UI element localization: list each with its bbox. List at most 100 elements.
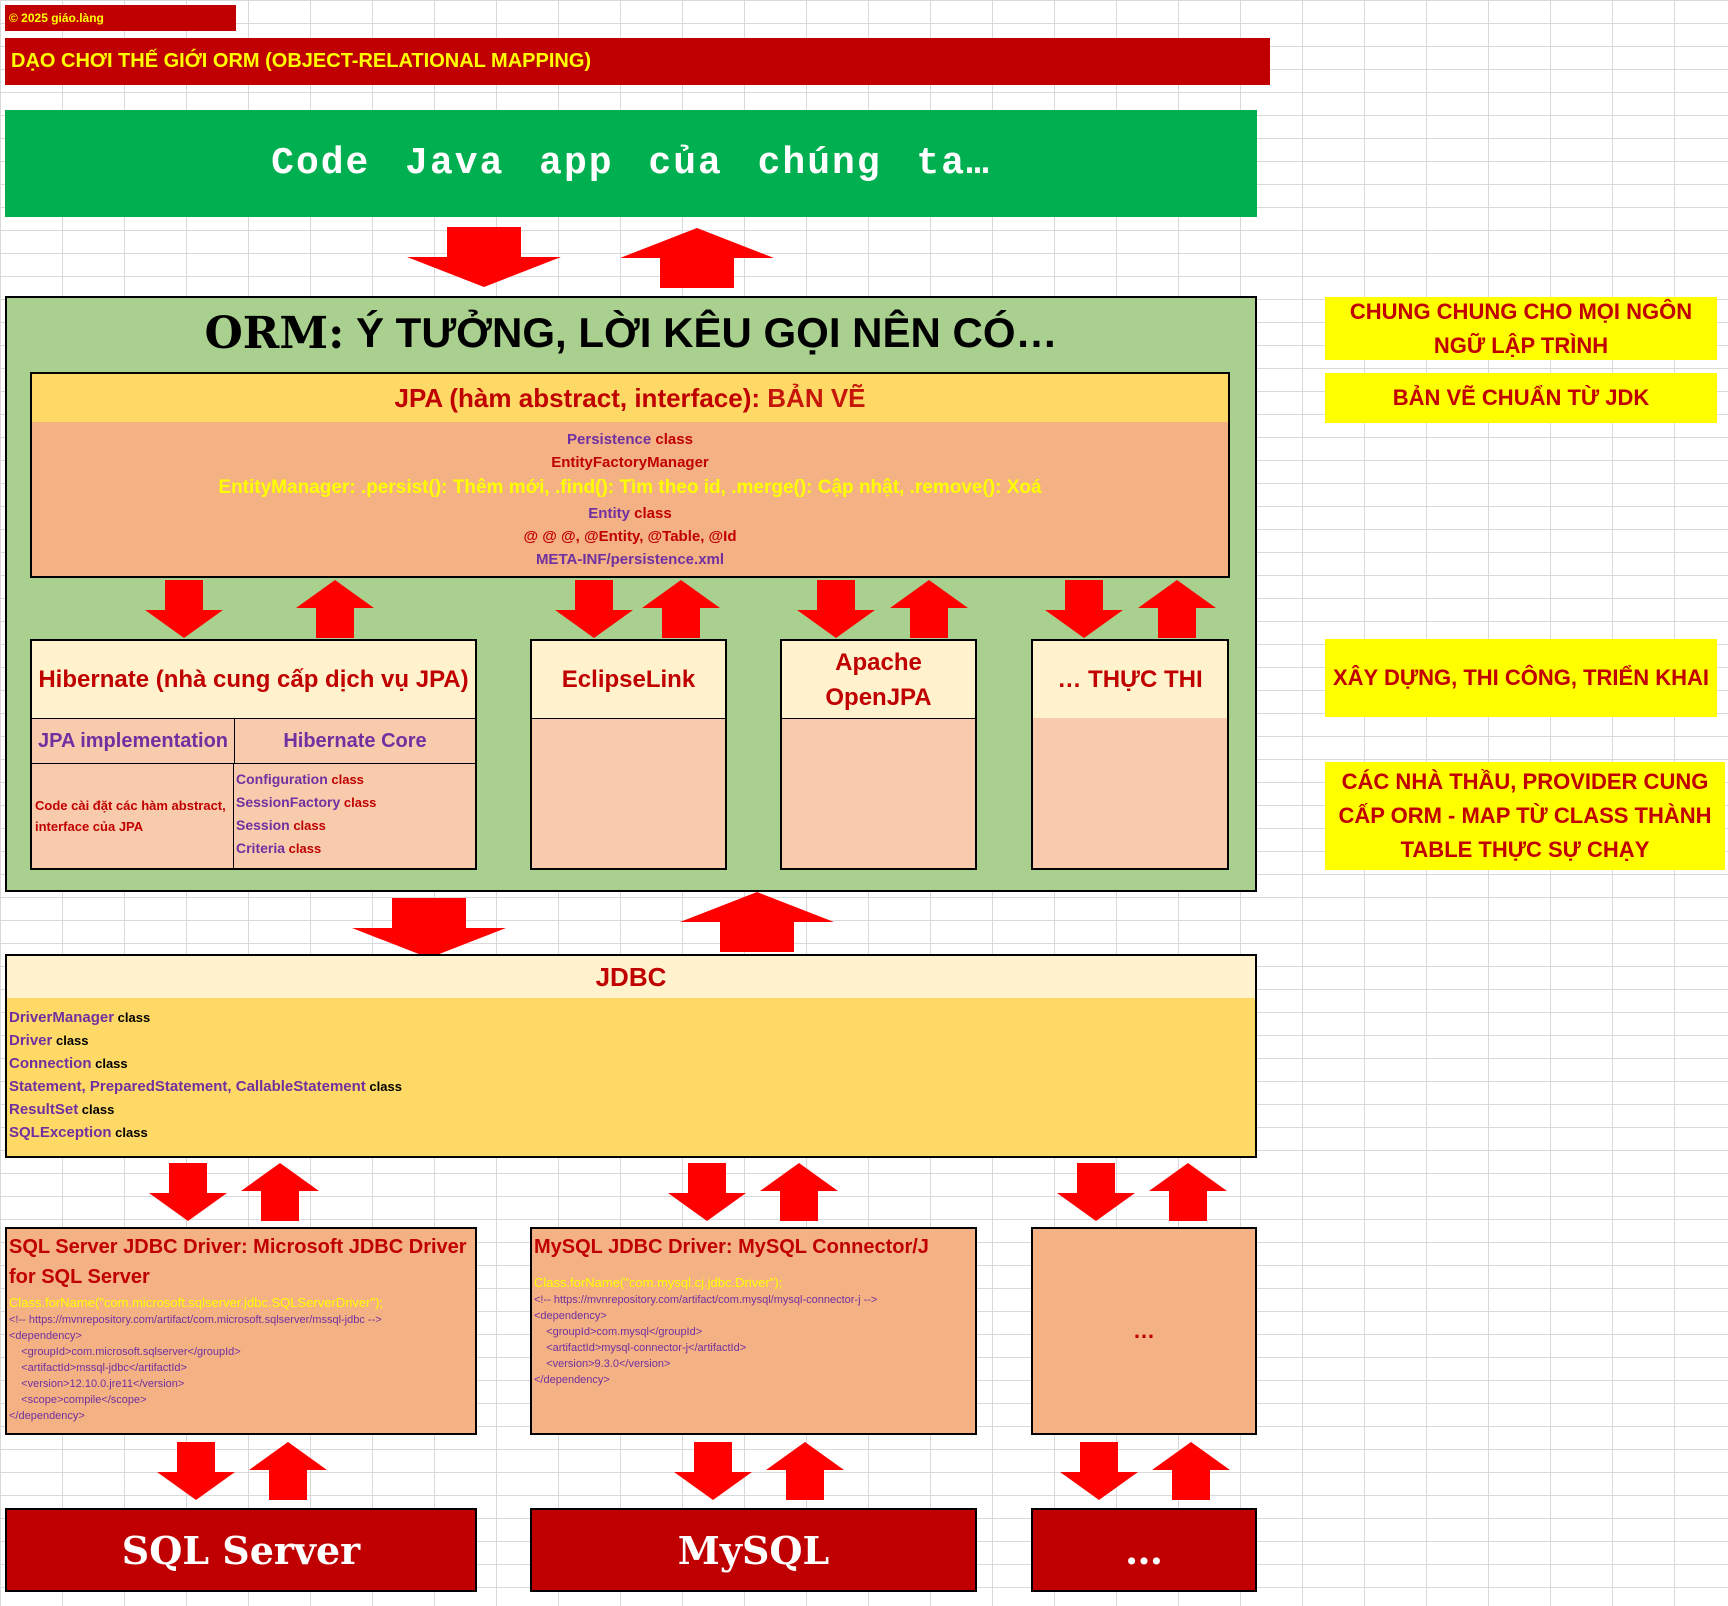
header-title-bar: DẠO CHƠI THẾ GIỚI ORM (OBJECT-RELATIONAL… — [5, 38, 1270, 85]
hibernate-title: Hibernate (nhà cung cấp dịch vụ JPA) — [38, 665, 469, 693]
code-line: </dependency> — [9, 1410, 85, 1422]
class-line: Session class — [236, 814, 473, 837]
class-suffix: class — [327, 772, 364, 787]
code-line: <groupId>com.microsoft.sqlserver</groupI… — [9, 1346, 241, 1358]
arrow-down-icon — [668, 1163, 746, 1221]
arrow-down-icon — [352, 898, 506, 958]
arrow-up-icon — [241, 1163, 319, 1221]
class-name: SessionFactory — [236, 794, 341, 810]
code-line: </dependency> — [534, 1374, 610, 1386]
code-line: <version>9.3.0</version> — [534, 1358, 671, 1370]
code-line: <dependency> — [9, 1330, 82, 1342]
side-note-jdk: BẢN VẼ CHUẨN TỪ JDK — [1325, 373, 1717, 423]
mysql-forname: Class.forName("com.mysql.cj.jdbc.Driver"… — [534, 1275, 783, 1290]
jpa-title-red: JPA (hàm abstract, interface): — [394, 382, 761, 413]
code-line: <scope>compile</scope> — [9, 1394, 147, 1406]
java-app-label: Code Java app của chúng ta… — [271, 142, 991, 185]
class-name: DriverManager — [9, 1009, 115, 1026]
arrow-up-icon — [760, 1163, 838, 1221]
jpa-implementation-text: Code cài đặt các hàm abstract, interface… — [35, 798, 226, 834]
eclipselink-header: EclipseLink — [532, 641, 725, 719]
sqlserver-driver-box: SQL Server JDBC Driver: Microsoft JDBC D… — [5, 1227, 477, 1435]
jpa-body: Persistence class EntityFactoryManager E… — [32, 422, 1228, 571]
openjpa-box: Apache OpenJPA — [780, 639, 977, 870]
jpa-title-rest: BẢN VẼ — [760, 382, 866, 413]
class-name: ResultSet — [9, 1101, 79, 1118]
jpa-line-persistence: Persistence class — [32, 428, 1228, 451]
arrow-up-icon — [766, 1442, 844, 1500]
code-line: <artifactId>mssql-jdbc</artifactId> — [9, 1362, 187, 1374]
class-line: Criteria class — [236, 837, 473, 860]
class-line: Connection class — [9, 1052, 1253, 1075]
hibernate-box: Hibernate (nhà cung cấp dịch vụ JPA) JPA… — [30, 639, 477, 870]
entity-class-name: Entity — [588, 505, 630, 522]
class-suffix: class — [91, 1056, 128, 1071]
class-line: Configuration class — [236, 768, 473, 791]
class-suffix: class — [340, 795, 377, 810]
jdbc-box: JDBC DriverManager class Driver class Co… — [5, 954, 1257, 1158]
mysql-db-box: MySQL — [530, 1508, 977, 1592]
openjpa-header: Apache OpenJPA — [782, 641, 975, 719]
jpa-line-entitymanager: EntityManager: .persist(): Thêm mới, .fi… — [218, 477, 1042, 498]
mysql-driver-box: MySQL JDBC Driver: MySQL Connector/J Cla… — [530, 1227, 977, 1435]
arrow-down-icon — [407, 227, 561, 287]
class-name: SQLException — [9, 1124, 112, 1141]
copyright-text: © 2025 giáo.làng — [9, 11, 104, 25]
sqlserver-db-box: SQL Server — [5, 1508, 477, 1592]
arrow-down-icon — [157, 1442, 235, 1500]
other-db-box: … — [1031, 1508, 1257, 1592]
class-suffix: class — [114, 1010, 151, 1025]
class-name: Criteria — [236, 840, 286, 856]
hibernate-subheader: JPA implementation Hibernate Core — [32, 719, 475, 764]
hibernate-core-classes: Configuration class SessionFactory class… — [234, 764, 475, 868]
other-driver-text: … — [1133, 1318, 1155, 1343]
other-provider-box: … THỰC THI — [1031, 639, 1229, 870]
openjpa-title: Apache OpenJPA — [825, 648, 932, 711]
orm-title: ORM: Ý TƯỞNG, LỜI KÊU GỌI NÊN CÓ… — [7, 304, 1255, 362]
arrow-down-icon — [145, 580, 223, 638]
mysql-db-label: MySQL — [677, 1527, 830, 1573]
jdbc-title: JDBC — [595, 961, 667, 992]
side-note-general: CHUNG CHUNG CHO MỌI NGÔN NGỮ LẬP TRÌNH — [1325, 297, 1717, 360]
class-line: SQLException class — [9, 1121, 1253, 1144]
arrow-down-icon — [555, 580, 633, 638]
arrow-up-icon — [680, 892, 834, 952]
orm-keyword: ORM: — [204, 307, 345, 359]
java-app-box: Code Java app của chúng ta… — [5, 110, 1257, 217]
hibernate-header: Hibernate (nhà cung cấp dịch vụ JPA) — [32, 641, 475, 719]
hibernate-body: Code cài đặt các hàm abstract, interface… — [32, 764, 475, 868]
jdbc-classes: DriverManager class Driver class Connect… — [7, 998, 1255, 1152]
eclipselink-box: EclipseLink — [530, 639, 727, 870]
other-driver-box: … — [1031, 1227, 1257, 1435]
arrow-up-icon — [890, 580, 968, 638]
arrow-down-icon — [1057, 1163, 1135, 1221]
arrow-up-icon — [1152, 1442, 1230, 1500]
side-note-vendors: CÁC NHÀ THẦU, PROVIDER CUNG CẤP ORM - MA… — [1325, 762, 1725, 870]
arrow-down-icon — [1045, 580, 1123, 638]
class-suffix: class — [289, 818, 326, 833]
persistence-class-name: Persistence — [567, 431, 652, 448]
sqlserver-db-label: SQL Server — [121, 1527, 361, 1573]
jpa-line-metainf: META-INF/persistence.xml — [535, 551, 725, 568]
side-note-build: XÂY DỰNG, THI CÔNG, TRIỂN KHAI — [1325, 639, 1717, 717]
arrow-up-icon — [620, 228, 774, 288]
class-name: Session — [236, 817, 290, 833]
jpa-box: JPA (hàm abstract, interface): BẢN VẼ Pe… — [30, 372, 1230, 578]
orm-title-text: Ý TƯỞNG, LỜI KÊU GỌI NÊN CÓ… — [344, 309, 1058, 356]
page-title: DẠO CHƠI THẾ GIỚI ORM (OBJECT-RELATIONAL… — [11, 50, 592, 72]
eclipselink-title: EclipseLink — [561, 665, 696, 693]
jdbc-header: JDBC — [7, 956, 1255, 998]
copyright-bar: © 2025 giáo.làng — [5, 5, 236, 31]
code-line: <!-- https://mvnrepository.com/artifact/… — [534, 1294, 878, 1306]
arrow-up-icon — [249, 1442, 327, 1500]
mysql-driver-title: MySQL JDBC Driver: MySQL Connector/J — [534, 1236, 929, 1258]
arrow-down-icon — [797, 580, 875, 638]
sqlserver-maven-code: <!-- https://mvnrepository.com/artifact/… — [9, 1312, 473, 1424]
class-line: Statement, PreparedStatement, CallableSt… — [9, 1075, 1253, 1098]
class-suffix: class — [365, 1079, 402, 1094]
class-name: Configuration — [236, 771, 328, 787]
class-name: Driver — [9, 1032, 53, 1049]
class-line: DriverManager class — [9, 1006, 1253, 1029]
arrow-up-icon — [1138, 580, 1216, 638]
jpa-header: JPA (hàm abstract, interface): BẢN VẼ — [32, 374, 1228, 422]
